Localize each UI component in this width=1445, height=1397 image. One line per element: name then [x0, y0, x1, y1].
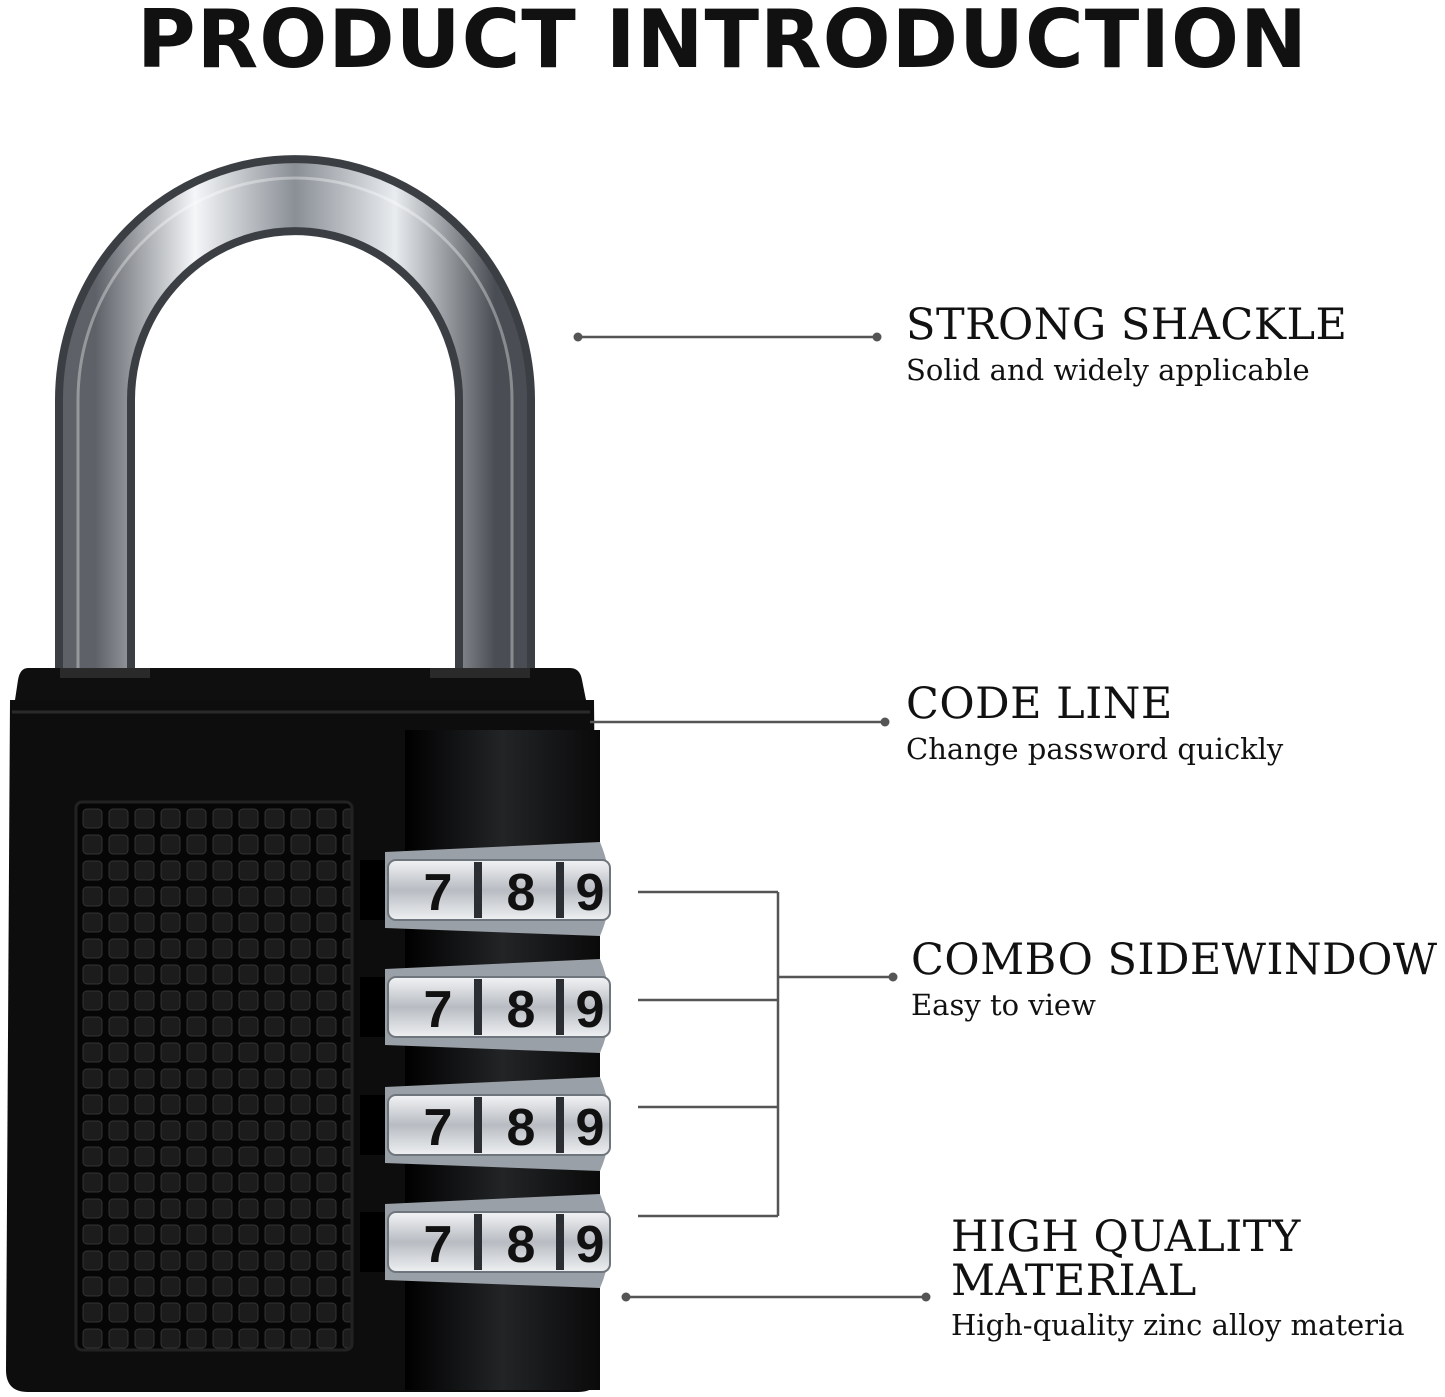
grip-pattern [74, 800, 354, 1352]
dial-digit: 8 [507, 1216, 536, 1274]
feature-code-line: CODE LINE Change password quickly [906, 681, 1283, 767]
feature-title: HIGH QUALITY MATERIAL [951, 1212, 1301, 1306]
dial-digit: 7 [424, 1216, 453, 1274]
feature-description: High-quality zinc alloy materia [951, 1308, 1405, 1342]
dial-digit: 8 [507, 864, 536, 922]
feature-title: CODE LINE [906, 679, 1173, 729]
callout-lines [578, 335, 926, 1299]
feature-description: Solid and widely applicable [906, 353, 1310, 387]
dial-digit: 9 [576, 1099, 605, 1157]
feature-title: STRONG SHACKLE [906, 300, 1348, 350]
dial-digit: 9 [576, 981, 605, 1039]
dial-digit: 7 [424, 864, 453, 922]
dial-digit: 8 [507, 981, 536, 1039]
dial-digit: 9 [576, 864, 605, 922]
feature-title: COMBO SIDEWINDOW [911, 935, 1438, 985]
dial-digit: 9 [576, 1216, 605, 1274]
dial-digit: 8 [507, 1099, 536, 1157]
feature-description: Easy to view [911, 988, 1096, 1022]
callout-dots [573, 332, 931, 1302]
dial-digit: 7 [424, 981, 453, 1039]
dial-digit: 7 [424, 1099, 453, 1157]
feature-strong-shackle: STRONG SHACKLE Solid and widely applicab… [906, 302, 1347, 388]
feature-combo-sidewindow: COMBO SIDEWINDOW Easy to view [911, 937, 1438, 1023]
page-title: PRODUCT INTRODUCTION [136, 0, 1308, 86]
feature-description: Change password quickly [906, 732, 1284, 766]
feature-high-quality-material: HIGH QUALITY MATERIAL High-quality zinc … [951, 1215, 1405, 1343]
